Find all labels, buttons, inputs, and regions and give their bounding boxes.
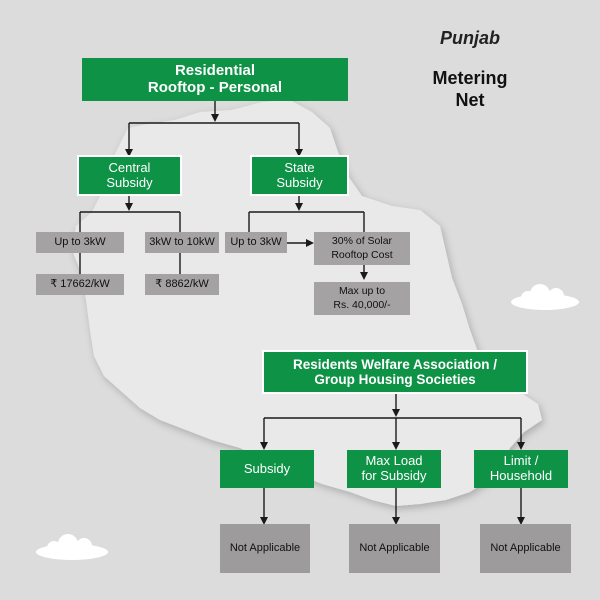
- rwa-value-box: Not Applicable: [220, 524, 310, 573]
- state-title: Punjab: [439, 28, 500, 48]
- rwa-limit-household-box: Limit / Household: [474, 450, 568, 488]
- rwa-column-label: Max Load: [365, 453, 423, 469]
- state-benefit-line1: 30% of Solar: [331, 235, 393, 248]
- cloud-icon: [36, 534, 108, 560]
- rwa-max-load-box: Max Load for Subsidy: [347, 450, 441, 488]
- state-cap-box: Max up to Rs. 40,000/-: [314, 282, 410, 315]
- central-subsidy-box: Central Subsidy: [77, 155, 182, 196]
- metering-title-line2: Net: [455, 90, 485, 110]
- rwa-title-line2: Group Housing Societies: [314, 372, 476, 387]
- central-subsidy-line2: Subsidy: [106, 174, 153, 190]
- central-tier-amount: ₹ 17662/kW: [36, 274, 124, 295]
- state-subsidy-line2: Subsidy: [276, 174, 323, 190]
- state-benefit-line2: Rooftop Cost: [331, 248, 393, 261]
- state-cap-line1: Max up to: [338, 285, 386, 298]
- central-tier-amount: ₹ 8862/kW: [145, 274, 219, 295]
- punjab-map-shape: [72, 100, 542, 506]
- rwa-column-label: Limit /: [503, 453, 539, 469]
- state-benefit-box: 30% of Solar Rooftop Cost: [314, 232, 410, 265]
- residential-title-line1: Residential: [174, 61, 255, 79]
- rwa-value-box: Not Applicable: [480, 524, 571, 573]
- rwa-title-line1: Residents Welfare Association /: [292, 356, 498, 372]
- state-cap-line2: Rs. 40,000/-: [333, 298, 391, 311]
- residential-title-line2: Rooftop - Personal: [147, 78, 283, 96]
- state-subsidy-line1: State: [284, 159, 315, 175]
- rwa-value-box: Not Applicable: [349, 524, 440, 573]
- metering-title-line1: Metering: [432, 68, 508, 88]
- metering-title: Metering Net: [405, 67, 535, 111]
- residential-rooftop-box: Residential Rooftop - Personal: [82, 58, 348, 101]
- rwa-subsidy-box: Subsidy: [220, 450, 314, 488]
- central-tier-range: Up to 3kW: [36, 232, 124, 253]
- cloud-icon: [511, 284, 579, 310]
- rwa-box: Residents Welfare Association / Group Ho…: [262, 350, 528, 394]
- central-tier-range: 3kW to 10kW: [145, 232, 219, 253]
- rwa-column-label: Subsidy: [243, 460, 291, 476]
- rwa-column-label: for Subsidy: [361, 468, 427, 483]
- rwa-column-label: Household: [489, 468, 553, 483]
- state-range: Up to 3kW: [225, 232, 287, 253]
- state-subsidy-box: State Subsidy: [250, 155, 349, 196]
- central-subsidy-line1: Central: [108, 159, 151, 175]
